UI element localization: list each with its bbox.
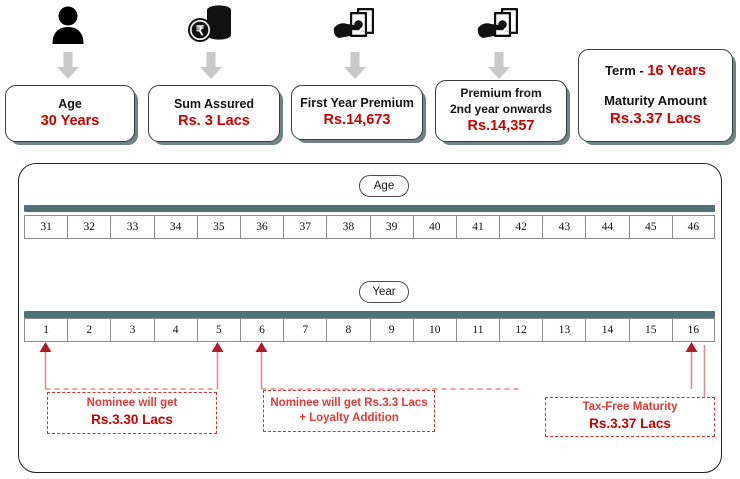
down-arrow-icon <box>342 52 368 80</box>
year-cell: 6 <box>239 318 284 342</box>
callout-line2: Rs.3.37 Lacs <box>589 416 671 432</box>
age-cell: 38 <box>326 215 370 239</box>
age-pill-label: Age <box>359 175 409 197</box>
info-card-label: Age <box>58 97 82 112</box>
info-card-label: First Year Premium <box>300 96 414 111</box>
maturity-label: Maturity Amount <box>604 92 707 108</box>
year-cell: 16 <box>671 318 715 342</box>
year-cell: 13 <box>542 318 586 342</box>
down-arrow-icon <box>486 52 512 80</box>
callout-line1: Nominee will get <box>86 397 178 410</box>
down-arrow-icon <box>55 52 81 80</box>
callout-line1: Nominee will get Rs.3.3 Lacs <box>270 396 428 409</box>
year-cell: 9 <box>369 318 413 342</box>
coins-rupee-icon: ₹ <box>182 2 242 48</box>
cash-hand-icon <box>470 2 530 48</box>
year-teal-bar <box>24 311 715 318</box>
year-cell: 1 <box>24 318 68 342</box>
year-pill-label: Year <box>359 281 409 303</box>
callout-nominee-year1-5[interactable]: Nominee will get Rs.3.30 Lacs <box>47 392 217 434</box>
age-cell: 35 <box>196 215 240 239</box>
svg-text:₹: ₹ <box>196 23 205 38</box>
age-cell: 36 <box>239 215 284 239</box>
age-cell: 34 <box>153 215 197 239</box>
info-card-value: Rs.14,673 <box>323 112 391 129</box>
callout-line1: Tax-Free Maturity <box>582 401 678 414</box>
callout-tax-free-maturity[interactable]: Tax-Free Maturity Rs.3.37 Lacs <box>545 397 715 437</box>
year-cell: 7 <box>283 318 327 342</box>
info-card-label: Sum Assured <box>173 97 255 112</box>
year-cell: 3 <box>110 318 154 342</box>
age-cell: 33 <box>110 215 154 239</box>
callout-line2: Rs.3.30 Lacs <box>91 412 173 428</box>
age-cell: 42 <box>499 215 543 239</box>
age-cell: 45 <box>628 215 672 239</box>
down-arrow-icon <box>198 52 224 80</box>
year-cell: 8 <box>326 318 370 342</box>
info-card-value: Rs. 3 Lacs <box>178 113 250 130</box>
age-cell: 37 <box>283 215 327 239</box>
year-cell: 14 <box>585 318 629 342</box>
callout-line2: + Loyalty Addition <box>299 412 399 424</box>
info-card-value: 30 Years <box>40 113 100 130</box>
info-card-first-year-premium[interactable]: First Year Premium Rs.14,673 <box>291 85 423 140</box>
info-card-sum-assured[interactable]: Sum Assured Rs. 3 Lacs <box>148 85 280 142</box>
term-value: 16 Years <box>647 63 706 80</box>
info-card-label: Premium from 2nd year onwards <box>449 86 553 116</box>
info-card-premium-2nd-year[interactable]: Premium from 2nd year onwards Rs.14,357 <box>435 80 567 142</box>
age-teal-bar <box>24 205 715 212</box>
year-cell: 12 <box>499 318 543 342</box>
info-card-term-maturity[interactable]: Term - 16 Years Maturity Amount Rs.3.37 … <box>578 49 733 142</box>
age-cell: 41 <box>455 215 500 239</box>
age-cell: 46 <box>671 215 715 239</box>
year-cell: 2 <box>67 318 111 342</box>
info-card-value: Rs.14,357 <box>467 117 535 134</box>
maturity-value: Rs.3.37 Lacs <box>610 110 701 128</box>
year-cell: 5 <box>196 318 240 342</box>
year-cell: 10 <box>412 318 456 342</box>
cash-hand-icon <box>326 2 386 48</box>
term-label: Term - <box>605 63 644 79</box>
person-icon <box>38 2 98 48</box>
age-cell: 43 <box>542 215 586 239</box>
callout-nominee-loyalty[interactable]: Nominee will get Rs.3.3 Lacs + Loyalty A… <box>263 390 435 432</box>
age-cell: 39 <box>369 215 413 239</box>
year-cell: 15 <box>628 318 672 342</box>
age-cell: 32 <box>67 215 111 239</box>
age-cell: 44 <box>585 215 629 239</box>
term-row: Term - 16 Years <box>605 62 706 81</box>
age-cell: 40 <box>412 215 456 239</box>
year-cell: 11 <box>455 318 500 342</box>
year-cell: 4 <box>153 318 197 342</box>
age-cell: 31 <box>24 215 68 239</box>
info-card-age[interactable]: Age 30 Years <box>5 85 135 142</box>
